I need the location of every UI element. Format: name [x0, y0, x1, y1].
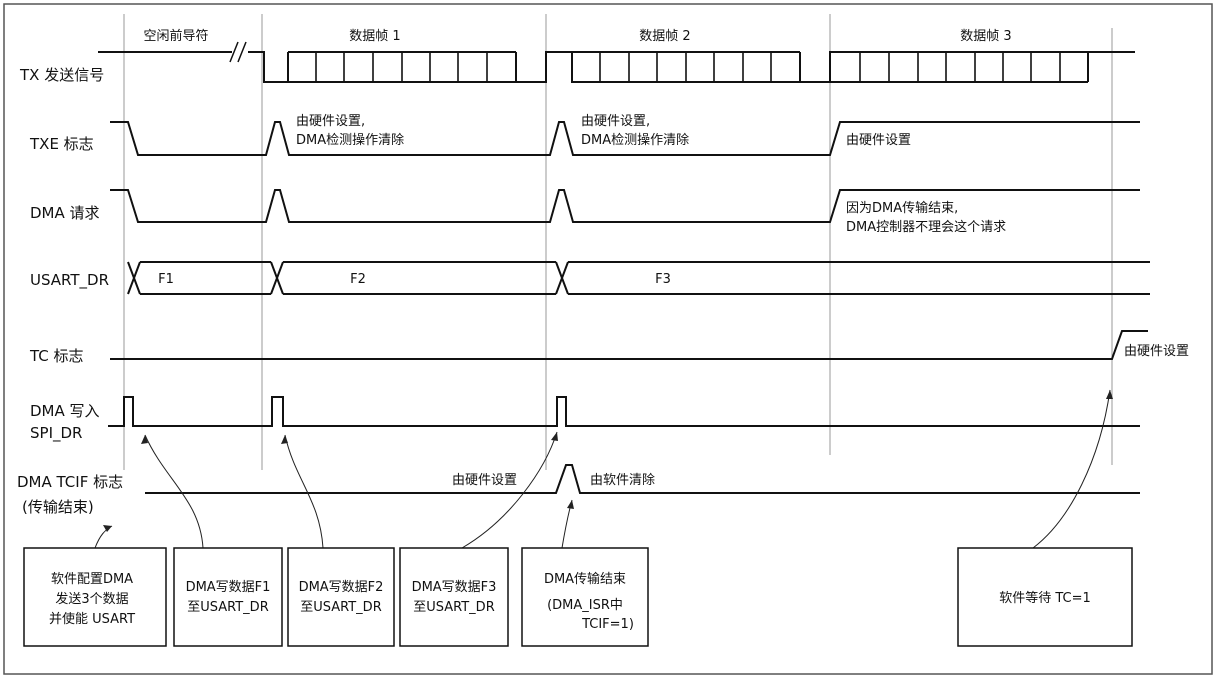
tx-frame1-dividers [315, 52, 488, 82]
waveform-dma-request [110, 189, 1140, 223]
box-transfer-complete-line2: (DMA_ISR中 [547, 598, 623, 613]
waveform-dma-write [108, 396, 1140, 427]
usart-dr-transition-2 [270, 261, 284, 295]
box-transfer-complete-line1: DMA传输结束 [544, 571, 626, 587]
note-txe-3: 由硬件设置 [846, 133, 911, 148]
note-tc-set: 由硬件设置 [1124, 344, 1189, 359]
box-software-config-line1: 软件配置DMA [51, 572, 133, 587]
box-dma-write-f3-line2: 至USART_DR [413, 600, 494, 615]
diagram-frame [3, 3, 1213, 675]
signal-label-tcif-sub: (传输结束) [22, 498, 94, 516]
arrow-box6 [1032, 389, 1111, 549]
box-dma-write-f2 [287, 547, 395, 647]
arrowhead-box5 [567, 500, 574, 509]
frame-label-2: 数据帧 2 [639, 29, 690, 44]
tx-frame2-dividers [599, 52, 772, 82]
box-dma-write-f3 [399, 547, 509, 647]
usart-dr-transition-3 [555, 261, 569, 295]
signal-label-tcif: DMA TCIF 标志 [17, 473, 123, 491]
arrowhead-box6 [1106, 390, 1113, 399]
box-software-wait-tc-line1: 软件等待 TC=1 [999, 590, 1091, 606]
box-dma-write-f2-line2: 至USART_DR [300, 600, 381, 615]
box-dma-write-f1 [173, 547, 283, 647]
note-txe-1-line1: 由硬件设置, [296, 114, 365, 129]
waveform-tx [98, 51, 1135, 83]
box-transfer-complete-line3: TCIF=1) [581, 617, 634, 632]
frame-label-3: 数据帧 3 [960, 29, 1011, 44]
arrow-box4 [461, 431, 558, 549]
data-word-f1: F1 [158, 272, 174, 287]
box-software-config [23, 547, 167, 647]
note-request-3-line1: 因为DMA传输结束, [846, 200, 958, 216]
note-request-3-line2: DMA控制器不理会这个请求 [846, 219, 1006, 235]
box-dma-transfer-complete [521, 547, 649, 647]
tx-break-mark [229, 41, 247, 63]
box-dma-write-f1-line1: DMA写数据F1 [186, 580, 271, 595]
waveform-txe [110, 121, 1140, 156]
tx-frame3-dividers [859, 52, 1061, 82]
signal-label-dma-write: DMA 写入 [30, 402, 100, 420]
data-word-f3: F3 [655, 272, 671, 287]
signal-label-tx: TX 发送信号 [19, 66, 104, 84]
box-dma-write-f1-line2: 至USART_DR [187, 600, 268, 615]
note-txe-2-line2: DMA检测操作清除 [581, 132, 689, 148]
frame-label-1: 数据帧 1 [349, 29, 400, 44]
note-txe-1-line2: DMA检测操作清除 [296, 132, 404, 148]
frame-label-idle: 空闲前导符 [143, 28, 208, 44]
box-software-config-line3: 并使能 USART [49, 611, 135, 627]
box-dma-write-f3-line1: DMA写数据F3 [412, 580, 497, 595]
signal-label-txe: TXE 标志 [29, 135, 94, 153]
guide-lines [123, 14, 1113, 470]
signal-label-usart-dr: USART_DR [30, 271, 109, 290]
arrow-box3 [284, 434, 324, 549]
signal-label-tc: TC 标志 [29, 347, 84, 365]
arrow-box2 [144, 434, 204, 549]
note-txe-2-line1: 由硬件设置, [581, 114, 650, 129]
box-dma-write-f2-line1: DMA写数据F2 [299, 580, 384, 595]
signal-label-dma-request: DMA 请求 [30, 204, 100, 222]
waveform-tcif [145, 464, 1140, 494]
note-tcif-clear: 由软件清除 [590, 473, 655, 488]
arrowhead-box4 [551, 432, 558, 441]
arrow-box1 [94, 525, 113, 549]
box-software-config-line2: 发送3个数据 [55, 591, 128, 607]
arrowhead-box2 [141, 435, 148, 444]
signal-label-spi-dr: SPI_DR [30, 424, 82, 443]
usart-dr-transition-1 [127, 261, 141, 295]
waveform-usart-dr [140, 261, 1150, 295]
waveform-tc [110, 330, 1148, 360]
tx-frame3-bits [830, 52, 1089, 83]
arrowhead-box1 [103, 525, 112, 532]
arrowhead-box3 [281, 435, 288, 444]
box-software-wait-tc [957, 547, 1133, 647]
data-word-f2: F2 [350, 272, 366, 287]
note-tcif-set: 由硬件设置 [452, 473, 517, 488]
